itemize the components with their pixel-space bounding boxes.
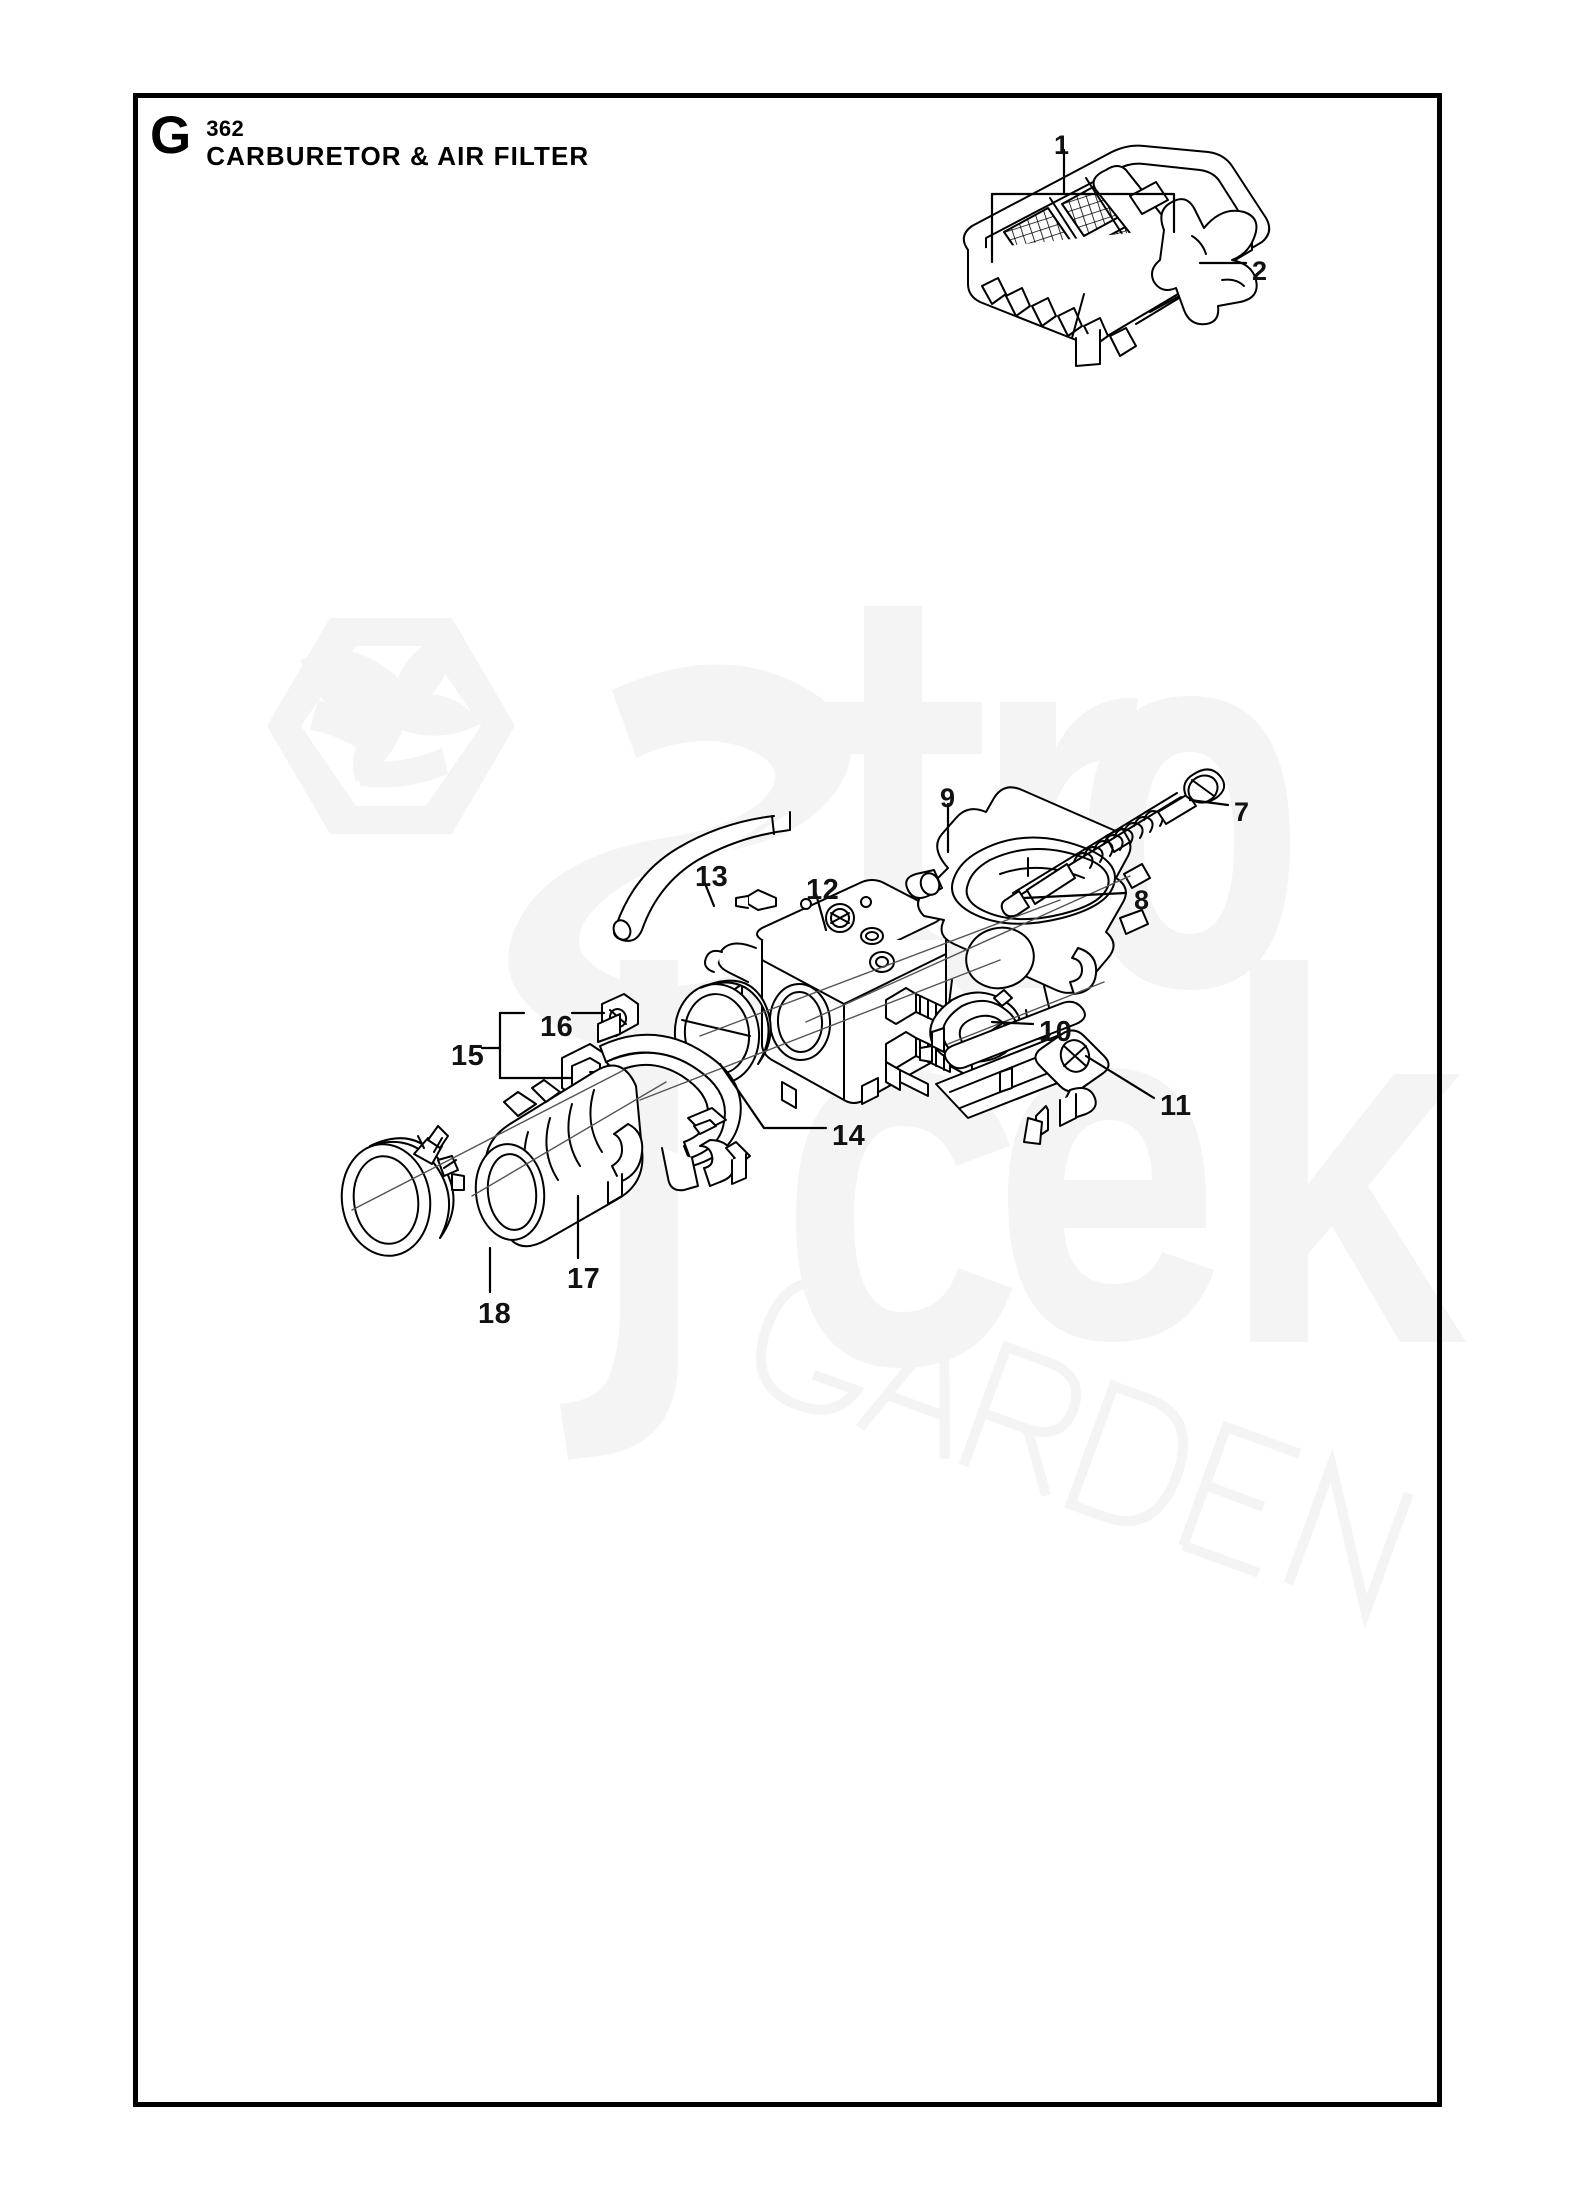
callout-fuel-hose: 13 [695, 861, 729, 893]
callout-carburetor-gasket: 14 [832, 1120, 866, 1152]
callout-air-filter-assembly: 1 [1054, 130, 1070, 160]
callout-air-filter-cover-catch: 2 [1252, 256, 1268, 286]
callout-choke-plate: 10 [1039, 1016, 1073, 1048]
callout-throttle-linkage-bracket: 11 [1160, 1090, 1192, 1122]
callout-intake-flange-adapter: 9 [940, 783, 956, 813]
callout-intake-clamp-set: 15 [451, 1040, 485, 1072]
model-number: 362 [206, 116, 245, 141]
callout-adjustment-screw: 7 [1234, 797, 1250, 827]
page-title: CARBURETOR & AIR FILTER [206, 141, 590, 172]
callout-retaining-clip: 16 [540, 1011, 574, 1043]
page-header: G 362 CARBURETOR & AIR FILTER [150, 106, 590, 172]
callout-hose-clamp: 18 [478, 1298, 512, 1330]
callout-carburetor-body: 12 [806, 874, 840, 906]
page-border [133, 93, 1442, 2107]
callout-throttle-rod-spring: 8 [1134, 885, 1150, 915]
section-letter: G [150, 106, 191, 165]
callout-intake-boot: 17 [567, 1263, 601, 1295]
